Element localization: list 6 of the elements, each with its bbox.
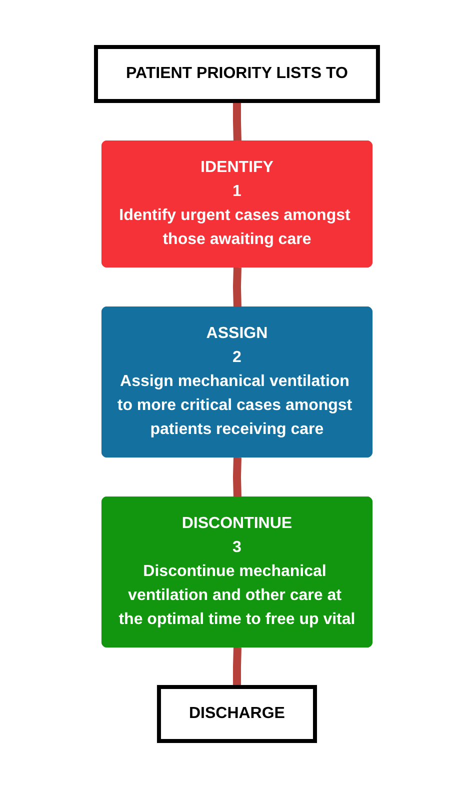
connector — [233, 457, 242, 498]
connector — [233, 101, 242, 142]
connector — [233, 267, 242, 308]
node-box: PATIENT PRIORITY LISTS TO — [94, 45, 380, 103]
connector — [233, 647, 242, 687]
node-box: DISCHARGE — [156, 685, 317, 743]
